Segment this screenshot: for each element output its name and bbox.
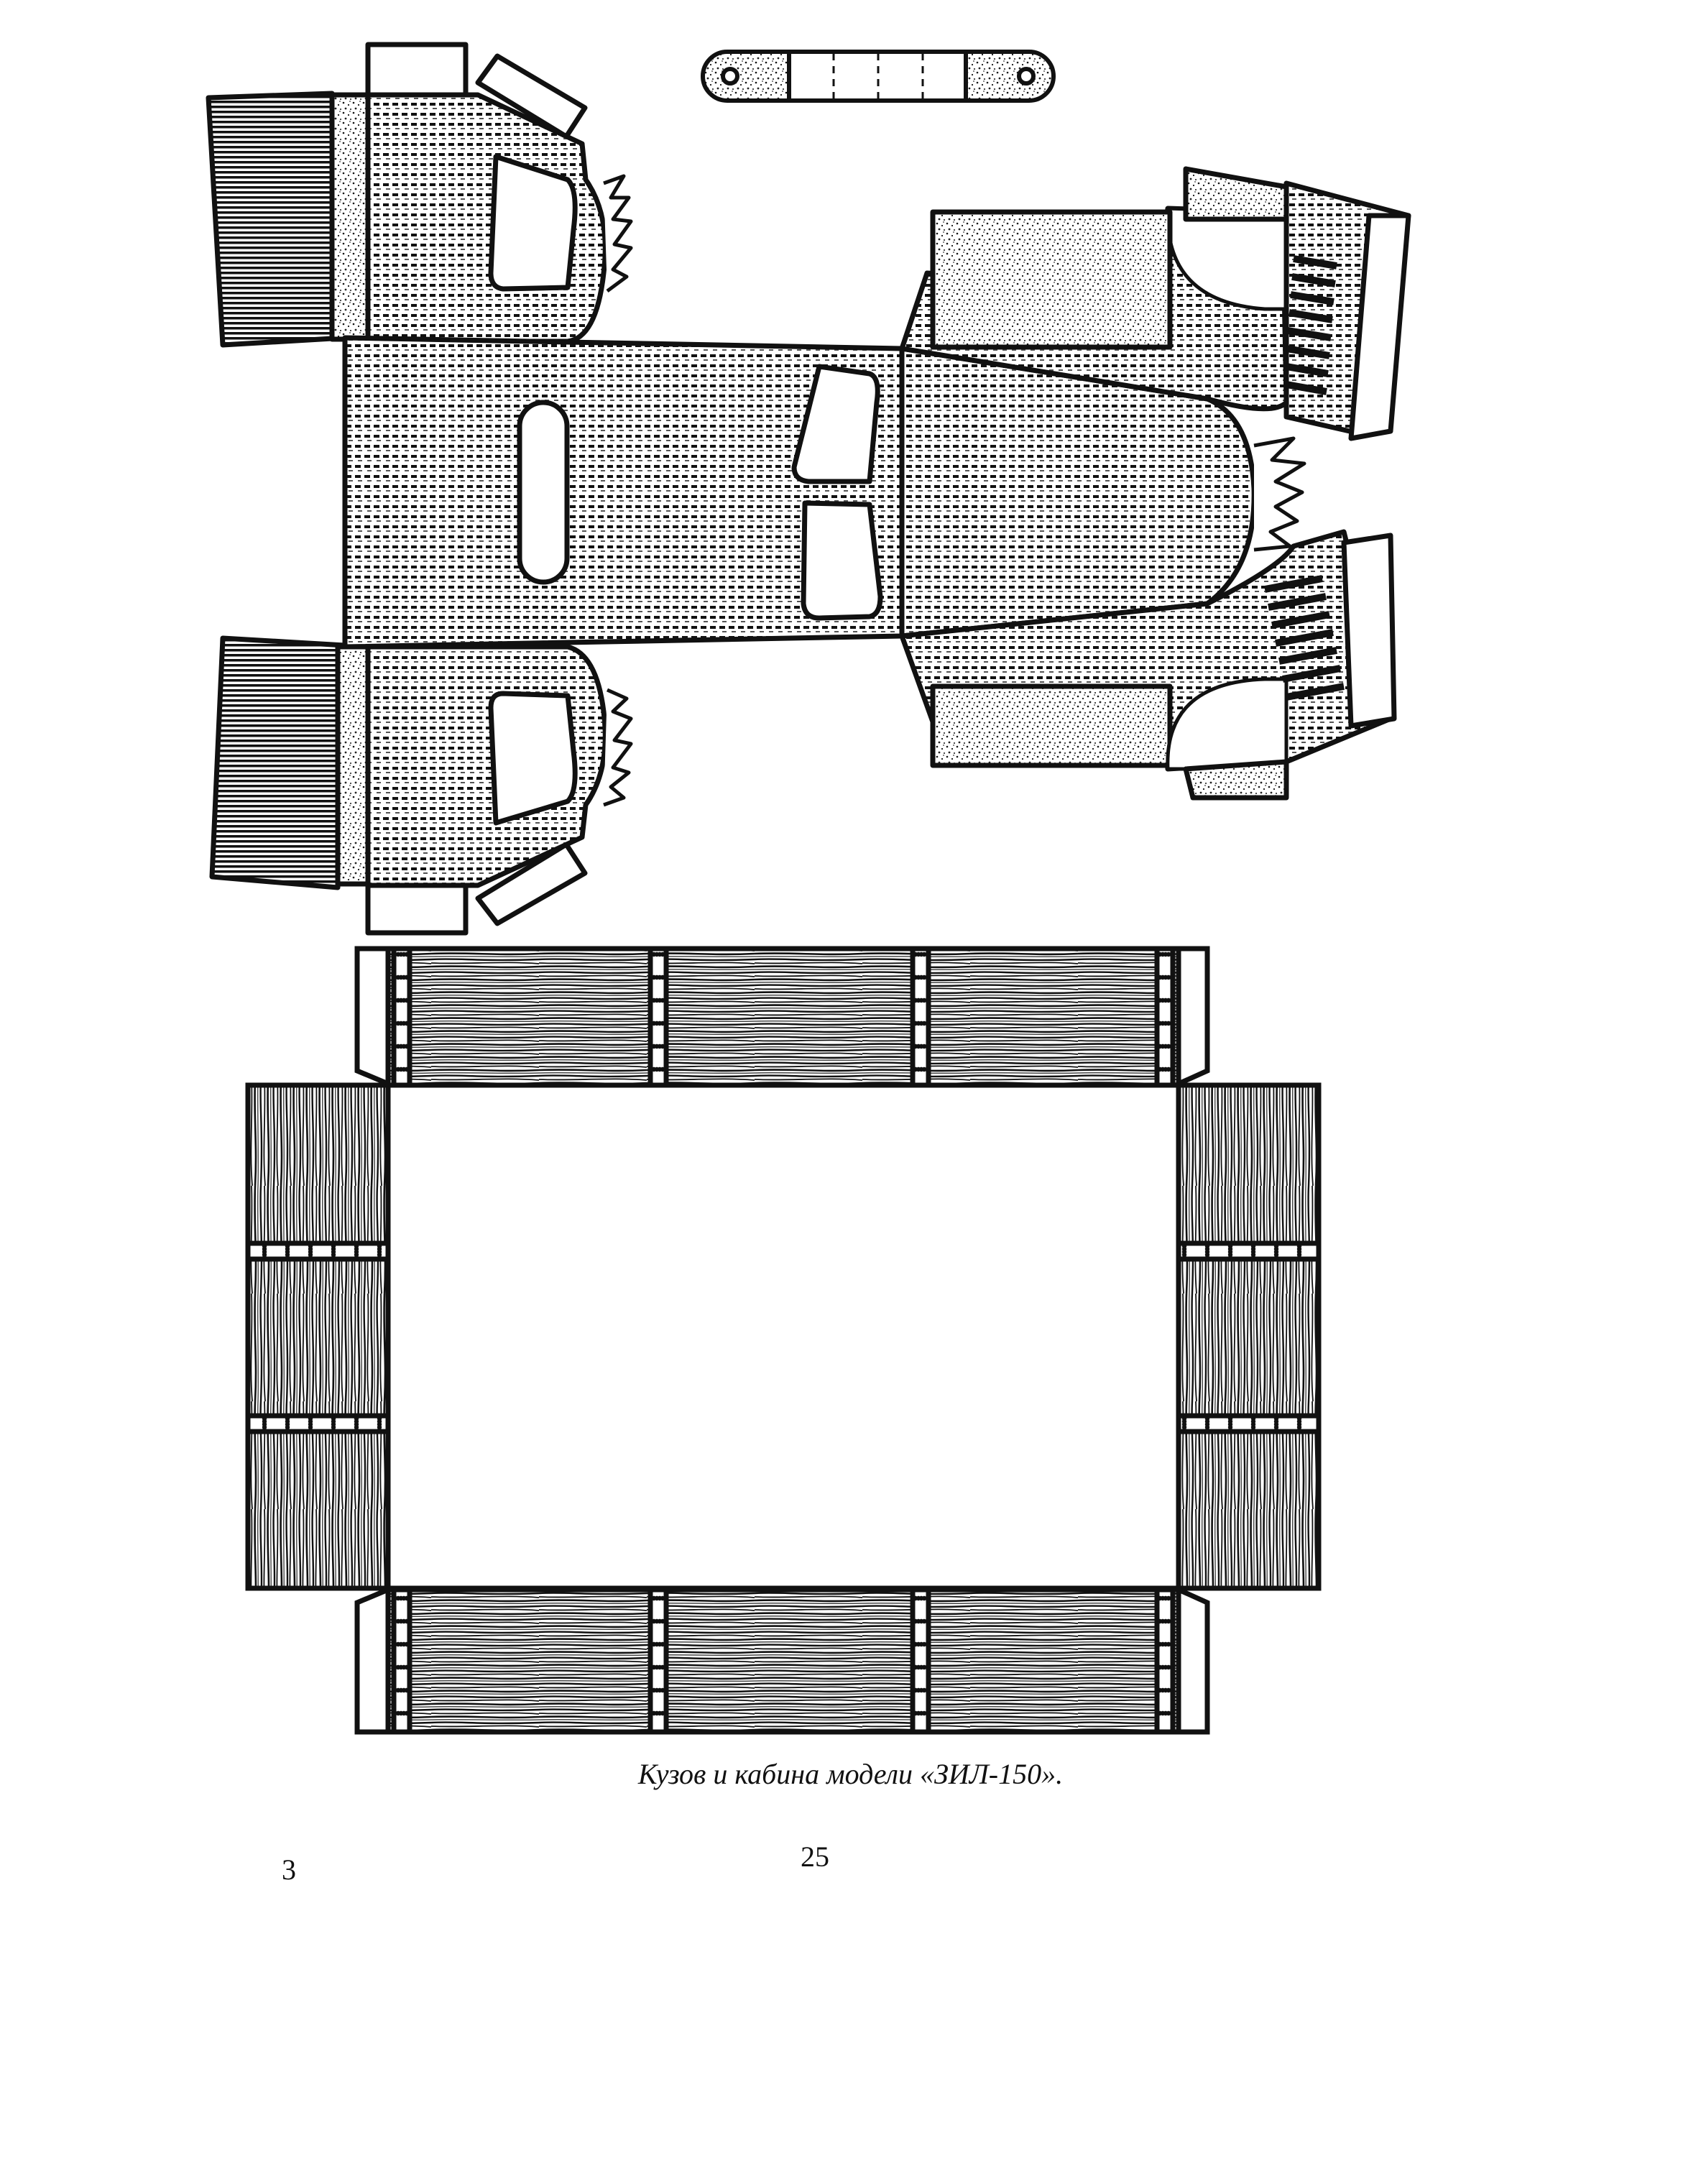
hood-teeth — [1253, 436, 1306, 552]
bed-tab-top-right — [1176, 946, 1210, 1088]
bed-end-left — [245, 1082, 391, 1591]
bed-end-right-band-1 — [1176, 1240, 1322, 1262]
fender-upper-front — [1183, 166, 1289, 222]
bed-side-top-post-4 — [1154, 946, 1176, 1088]
signature-mark: 3 — [282, 1853, 296, 1886]
bed-side-bottom-post-2 — [647, 1587, 669, 1735]
grille-lower-bars — [1264, 575, 1345, 701]
cab-tab-top-right — [475, 53, 588, 139]
windshield-top — [791, 364, 880, 484]
cab-rear-panel-bottom — [209, 635, 348, 890]
fender-lower-arch — [1166, 677, 1289, 771]
cab-window-lower — [488, 691, 578, 826]
bed-end-right — [1176, 1082, 1322, 1591]
cab-teeth-upper — [603, 174, 633, 293]
bed-tab-bottom-right — [1176, 1585, 1210, 1735]
cab-net — [206, 42, 1411, 936]
fender-lower-front — [1183, 759, 1289, 801]
fender-lower-tab — [1341, 533, 1397, 729]
bed-side-top-post-1 — [391, 946, 412, 1088]
bed-side-bottom-post-3 — [910, 1587, 931, 1735]
bed-side-top-post-2 — [647, 946, 669, 1088]
fender-lower-speck — [930, 683, 1173, 768]
link-strip — [701, 50, 1056, 103]
cab-window-upper — [488, 154, 578, 292]
fender-upper-speck — [930, 209, 1173, 350]
windshield-bottom — [801, 500, 883, 621]
bed-end-left-band-1 — [245, 1240, 391, 1262]
cab-speck-strip-bottom — [335, 644, 373, 887]
page-number: 25 — [801, 1840, 829, 1873]
roof-side-window — [517, 400, 570, 585]
cab-speck-strip-top — [329, 92, 371, 342]
cab-teeth-lower — [603, 688, 633, 807]
bed-side-bottom-post-4 — [1154, 1587, 1176, 1735]
bed-side-top-post-3 — [910, 946, 931, 1088]
bed-side-bottom — [385, 1587, 1181, 1735]
bed-side-top — [385, 946, 1181, 1088]
bed-side-bottom-post-1 — [391, 1587, 412, 1735]
cab-tab-bottom-left — [365, 881, 469, 936]
bed-tab-top-left — [354, 946, 391, 1088]
bed-tab-bottom-left — [354, 1585, 391, 1735]
cab-tab-bottom-right — [475, 842, 588, 926]
cab-tab-top-left — [365, 42, 469, 98]
bed-floor — [385, 1082, 1181, 1591]
fender-upper-tab — [1348, 213, 1411, 441]
bed-end-right-band-2 — [1176, 1413, 1322, 1434]
grille-upper-bars — [1286, 255, 1337, 395]
figure-caption: Кузов и кабина модели «ЗИЛ-150». — [637, 1758, 1064, 1790]
cab-rear-panel-top — [206, 91, 348, 348]
truck-bed-net — [245, 946, 1322, 1735]
bed-end-left-band-2 — [245, 1413, 391, 1434]
